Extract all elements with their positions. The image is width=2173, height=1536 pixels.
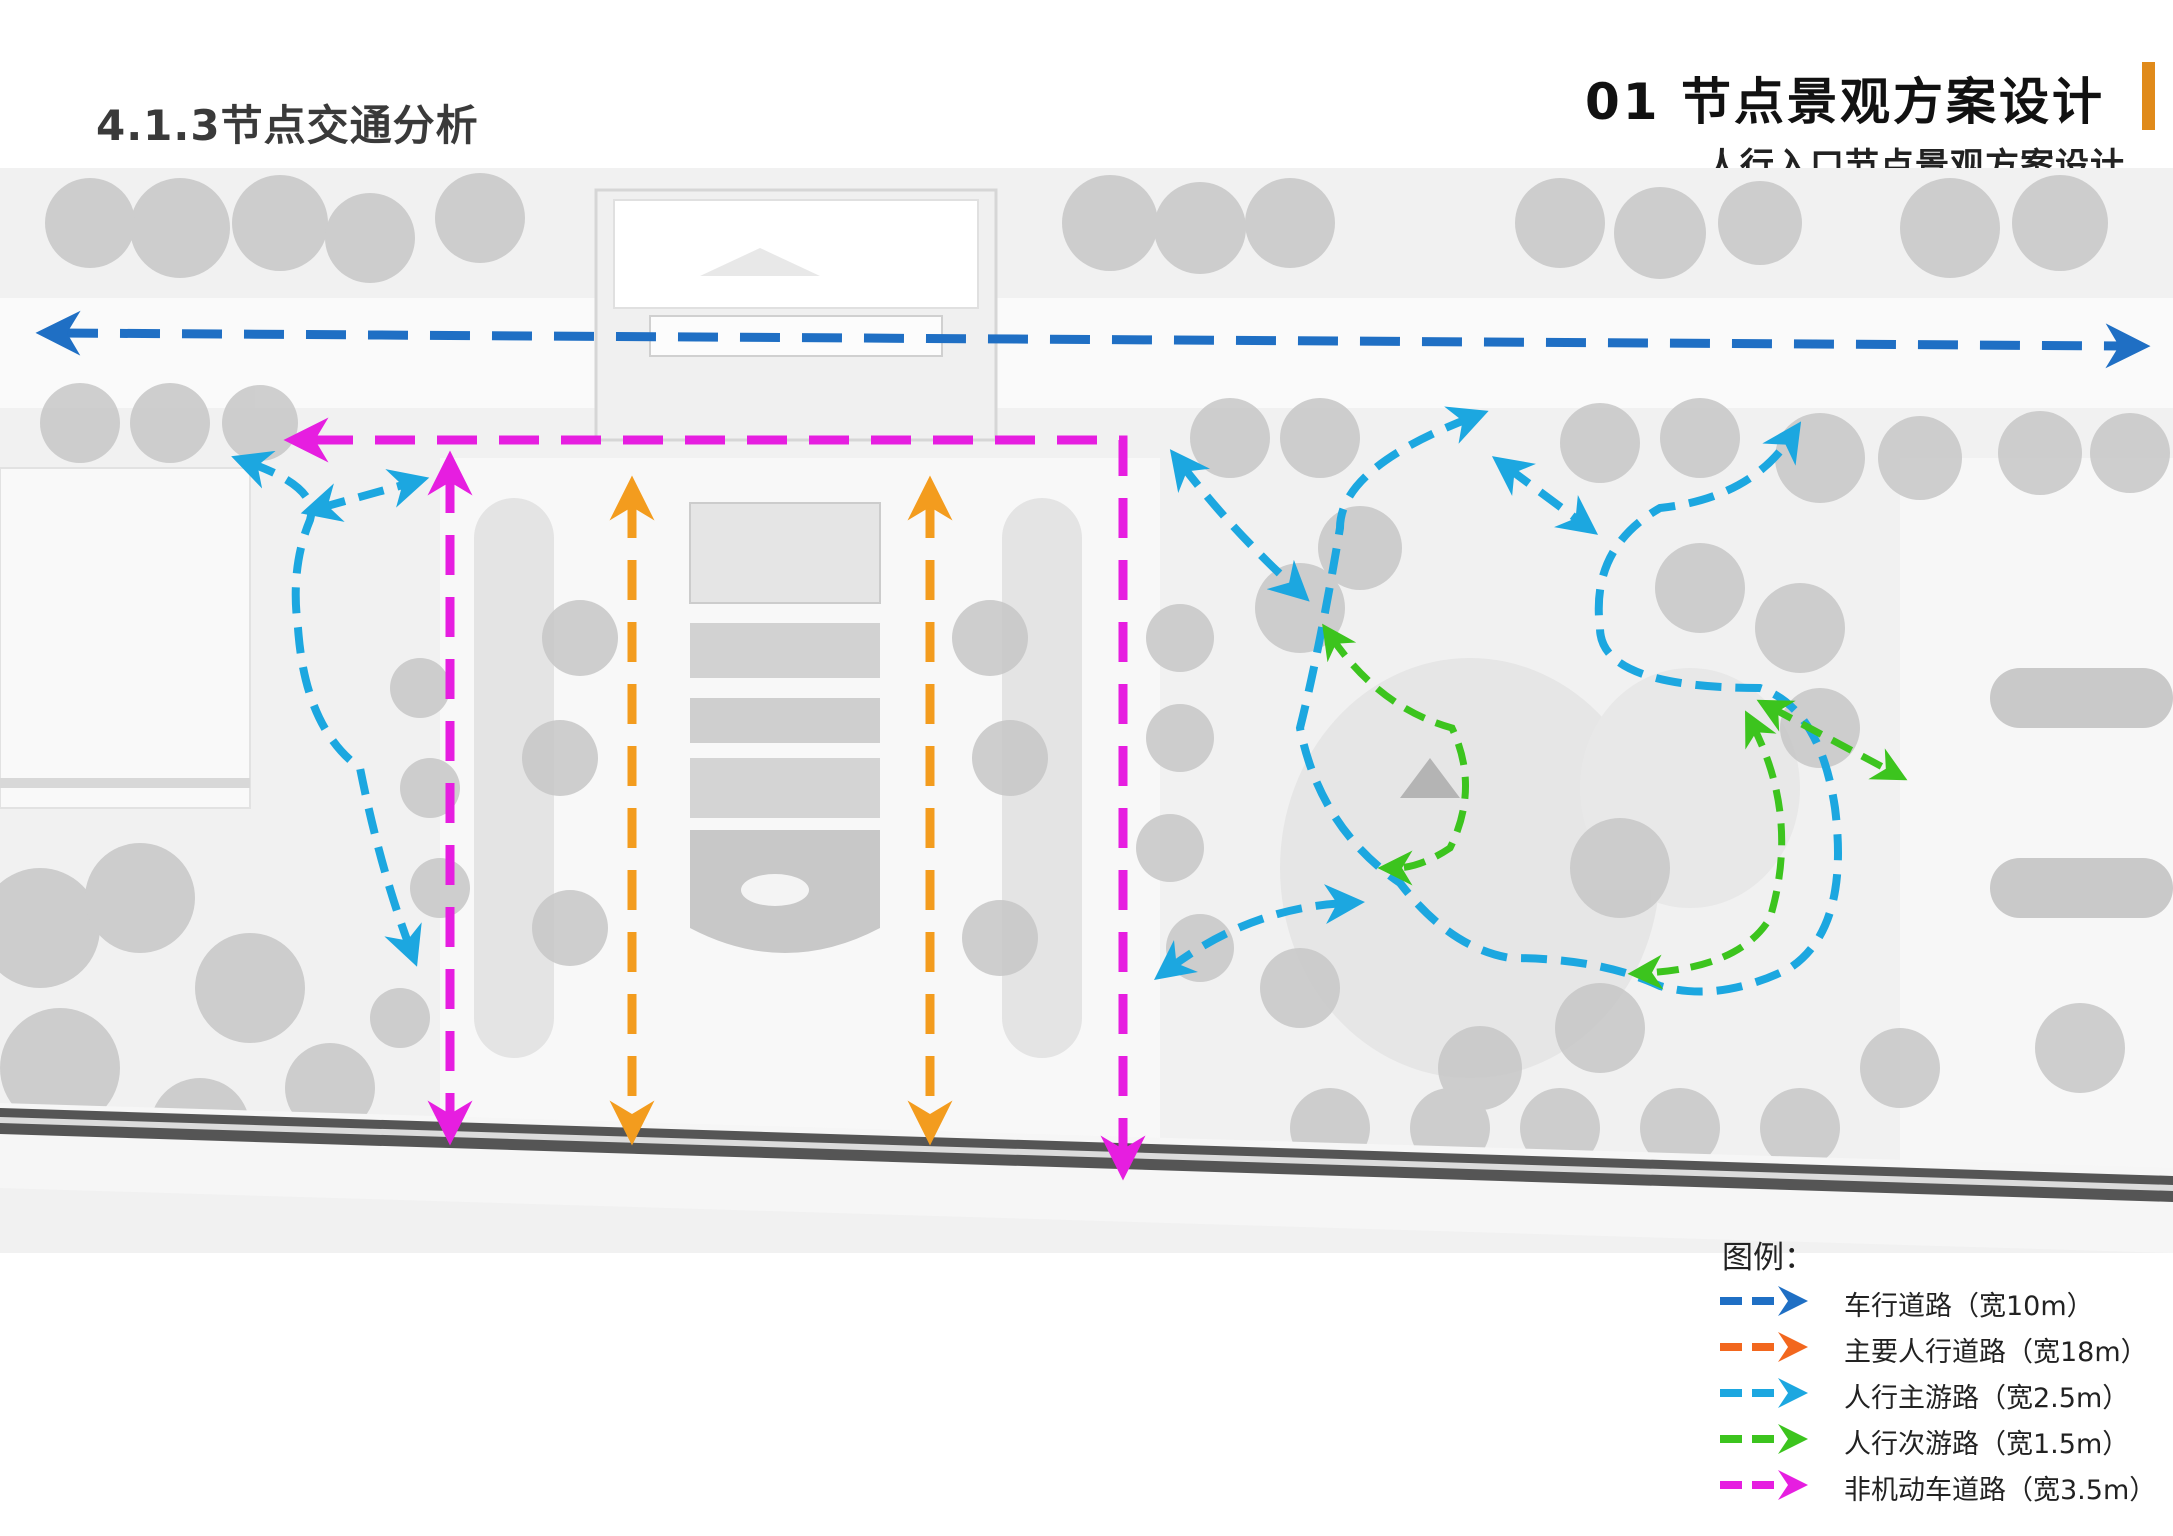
- top-road: [0, 298, 2173, 408]
- subsection-title: 4.1.3节点交通分析: [96, 101, 479, 150]
- legend-label: 人行次游路（宽1.5m）: [1844, 1429, 2130, 1460]
- legend-item-non-motor: 非机动车道路（宽3.5m）: [1716, 1466, 2166, 1506]
- water-feature: [689, 502, 881, 953]
- legend-arrow-icon: [1720, 1286, 1808, 1316]
- non-motor-arrow-top: [283, 417, 1146, 1181]
- vehicle-road-arrow: [35, 310, 2151, 369]
- legend-item-main-pedestrian: 主要人行道路（宽18m）: [1716, 1328, 2166, 1368]
- legend-title: 图例：: [1722, 1240, 1815, 1276]
- legend-arrow-icon: [1720, 1378, 1808, 1408]
- central-building: [594, 188, 998, 442]
- legend-label: 人行主游路（宽2.5m）: [1844, 1383, 2130, 1414]
- legend-arrow-icon: [1720, 1332, 1808, 1362]
- legend-item-vehicle-road: 车行道路（宽10m）: [1716, 1282, 2166, 1322]
- chapter-title: 01 节点景观方案设计: [1585, 73, 2105, 131]
- pedestrian-secondary-routes: [1322, 623, 1908, 990]
- site-plan: [0, 168, 2173, 1253]
- legend-item-pedestrian-primary: 人行主游路（宽2.5m）: [1716, 1374, 2166, 1414]
- accent-bar: [2142, 62, 2155, 130]
- left-parking: [0, 467, 251, 809]
- right-parking: [1900, 458, 2173, 1238]
- legend-arrow-icon: [1720, 1470, 1808, 1500]
- legend-label: 主要人行道路（宽18m）: [1844, 1337, 2148, 1368]
- pedestrian-primary-routes: [231, 406, 1842, 996]
- legend-label: 车行道路（宽10m）: [1844, 1291, 2094, 1322]
- legend-arrow-icon: [1720, 1424, 1808, 1454]
- legend-label: 非机动车道路（宽3.5m）: [1844, 1475, 2157, 1506]
- legend-item-pedestrian-secondary: 人行次游路（宽1.5m）: [1716, 1420, 2166, 1460]
